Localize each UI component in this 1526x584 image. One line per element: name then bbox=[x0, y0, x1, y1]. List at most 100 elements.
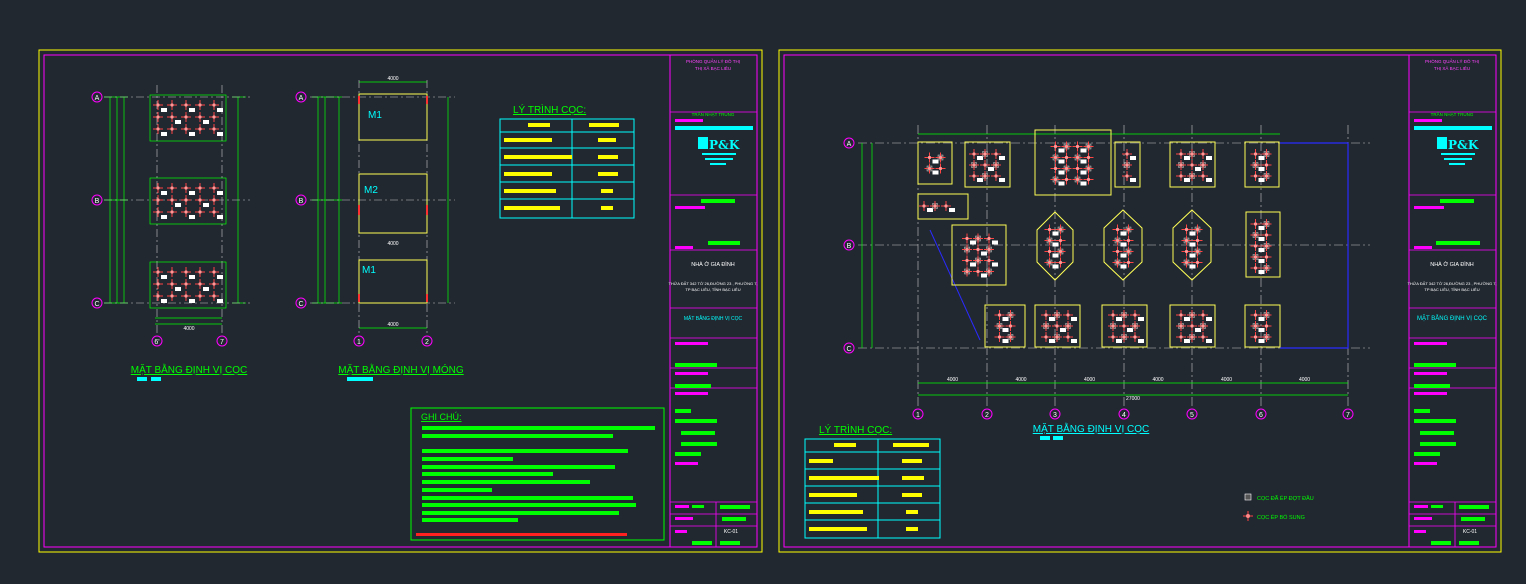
footing-m1-top[interactable] bbox=[358, 93, 428, 141]
pile-marker[interactable] bbox=[1187, 321, 1197, 331]
pile-marker[interactable] bbox=[1176, 160, 1186, 170]
pile-marker[interactable] bbox=[209, 207, 219, 217]
pile-marker[interactable] bbox=[195, 112, 205, 122]
pile-marker[interactable] bbox=[1123, 257, 1134, 268]
pile-marker[interactable] bbox=[1050, 163, 1061, 174]
footing-m1-bottom[interactable] bbox=[358, 259, 428, 304]
pile-marker[interactable] bbox=[1176, 171, 1186, 181]
pile-marker[interactable] bbox=[994, 310, 1005, 320]
pile-marker[interactable] bbox=[195, 124, 205, 134]
pile-marker[interactable] bbox=[984, 255, 994, 266]
pile-marker[interactable] bbox=[1112, 257, 1123, 268]
pile-marker[interactable] bbox=[935, 152, 946, 163]
pile-marker[interactable] bbox=[1198, 310, 1208, 320]
pile-marker[interactable] bbox=[195, 279, 205, 289]
pile-marker[interactable] bbox=[1250, 332, 1261, 342]
pile-marker[interactable] bbox=[1050, 152, 1061, 163]
pile-marker[interactable] bbox=[167, 183, 177, 193]
pile-marker[interactable] bbox=[935, 163, 946, 174]
pile-marker[interactable] bbox=[1192, 224, 1203, 235]
pile-marker[interactable] bbox=[1123, 224, 1134, 235]
pile-marker[interactable] bbox=[1130, 310, 1140, 320]
pile-marker[interactable] bbox=[924, 163, 935, 174]
pile-marker[interactable] bbox=[1041, 332, 1051, 342]
pile-marker[interactable] bbox=[1055, 224, 1066, 235]
pile-marker[interactable] bbox=[1072, 152, 1083, 163]
pile-marker[interactable] bbox=[153, 291, 163, 301]
pile-marker[interactable] bbox=[1052, 332, 1062, 342]
pile-marker[interactable] bbox=[1198, 149, 1208, 159]
pile-marker[interactable] bbox=[962, 244, 972, 255]
pile-marker[interactable] bbox=[962, 266, 972, 277]
pile-marker[interactable] bbox=[1119, 321, 1129, 331]
pile-marker[interactable] bbox=[1181, 235, 1192, 246]
pile-marker[interactable] bbox=[1119, 332, 1129, 342]
pile-marker[interactable] bbox=[1181, 224, 1192, 235]
pile-marker[interactable] bbox=[1181, 257, 1192, 268]
pile-marker[interactable] bbox=[1055, 246, 1066, 257]
pile-marker[interactable] bbox=[181, 291, 191, 301]
pile-marker[interactable] bbox=[153, 207, 163, 217]
pile-marker[interactable] bbox=[1250, 230, 1261, 240]
pile-marker[interactable] bbox=[980, 171, 990, 181]
pile-marker[interactable] bbox=[1123, 235, 1134, 246]
pile-marker[interactable] bbox=[1198, 160, 1208, 170]
pile-marker[interactable] bbox=[1063, 310, 1073, 320]
pile-marker[interactable] bbox=[973, 255, 983, 266]
pile-marker[interactable] bbox=[994, 332, 1005, 342]
pile-marker[interactable] bbox=[984, 233, 994, 244]
pile-marker[interactable] bbox=[167, 267, 177, 277]
pile-marker[interactable] bbox=[167, 124, 177, 134]
pile-marker[interactable] bbox=[1063, 321, 1073, 331]
pile-marker[interactable] bbox=[1108, 332, 1118, 342]
pile-marker[interactable] bbox=[195, 195, 205, 205]
pile-marker[interactable] bbox=[1250, 321, 1261, 331]
pile-marker[interactable] bbox=[1250, 310, 1261, 320]
pile-marker[interactable] bbox=[209, 291, 219, 301]
pile-marker[interactable] bbox=[969, 149, 979, 159]
pile-marker[interactable] bbox=[1083, 163, 1094, 174]
pile-marker[interactable] bbox=[991, 171, 1001, 181]
pile-marker[interactable] bbox=[167, 207, 177, 217]
pile-marker[interactable] bbox=[1192, 246, 1203, 257]
pile-marker[interactable] bbox=[153, 183, 163, 193]
pile-marker[interactable] bbox=[984, 266, 994, 277]
pile-marker[interactable] bbox=[153, 267, 163, 277]
pile-marker[interactable] bbox=[181, 183, 191, 193]
pile-marker[interactable] bbox=[181, 279, 191, 289]
pile-marker[interactable] bbox=[1250, 263, 1261, 273]
pile-marker[interactable] bbox=[1261, 230, 1272, 240]
pile-marker[interactable] bbox=[1192, 257, 1203, 268]
pile-marker[interactable] bbox=[1261, 252, 1272, 262]
pile-marker[interactable] bbox=[1072, 163, 1083, 174]
pile-marker[interactable] bbox=[1119, 310, 1129, 320]
pile-marker[interactable] bbox=[153, 100, 163, 110]
pile-marker[interactable] bbox=[195, 183, 205, 193]
pile-marker[interactable] bbox=[919, 201, 929, 211]
pile-marker[interactable] bbox=[153, 195, 163, 205]
pile-marker[interactable] bbox=[195, 267, 205, 277]
pile-marker[interactable] bbox=[1072, 141, 1083, 152]
pile-marker[interactable] bbox=[1112, 246, 1123, 257]
pile-marker[interactable] bbox=[1122, 171, 1132, 181]
pile-marker[interactable] bbox=[1187, 160, 1197, 170]
pile-marker[interactable] bbox=[962, 255, 972, 266]
pile-marker[interactable] bbox=[984, 244, 994, 255]
pile-marker[interactable] bbox=[1112, 235, 1123, 246]
pile-marker[interactable] bbox=[1192, 235, 1203, 246]
pile-marker[interactable] bbox=[1041, 321, 1051, 331]
pile-marker[interactable] bbox=[1055, 235, 1066, 246]
pile-marker[interactable] bbox=[1187, 171, 1197, 181]
pile-marker[interactable] bbox=[181, 267, 191, 277]
pile-marker[interactable] bbox=[991, 160, 1001, 170]
footing-m2[interactable] bbox=[358, 173, 428, 234]
pile-marker[interactable] bbox=[1083, 152, 1094, 163]
pile-marker[interactable] bbox=[1063, 332, 1073, 342]
pile-marker[interactable] bbox=[209, 267, 219, 277]
pile-marker[interactable] bbox=[1083, 141, 1094, 152]
pile-marker[interactable] bbox=[1041, 310, 1051, 320]
pile-marker[interactable] bbox=[1250, 241, 1261, 251]
pile-marker[interactable] bbox=[1130, 321, 1140, 331]
pile-marker[interactable] bbox=[195, 207, 205, 217]
